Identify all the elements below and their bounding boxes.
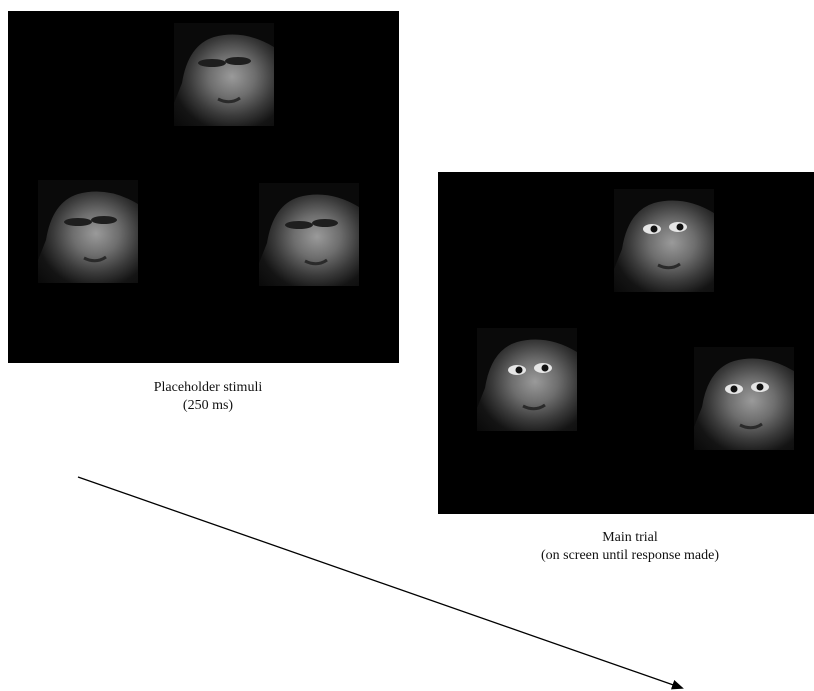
placeholder-stimuli-caption: Placeholder stimuli (250 ms) <box>118 379 298 415</box>
face-image-left <box>38 180 138 283</box>
main-trial-caption: Main trial (on screen until response mad… <box>500 529 760 565</box>
caption-title: Placeholder stimuli <box>153 380 263 395</box>
face-image-right <box>694 347 794 450</box>
face-image-top <box>174 23 274 126</box>
caption-duration: (250 ms) <box>182 398 234 413</box>
placeholder-stimuli-screen <box>8 11 399 363</box>
caption-duration: (on screen until response made) <box>540 548 720 563</box>
face-image-right <box>259 183 359 286</box>
caption-title: Main trial <box>602 530 658 545</box>
face-image-top <box>614 189 714 292</box>
main-trial-screen <box>438 172 814 514</box>
face-image-left <box>477 328 577 431</box>
